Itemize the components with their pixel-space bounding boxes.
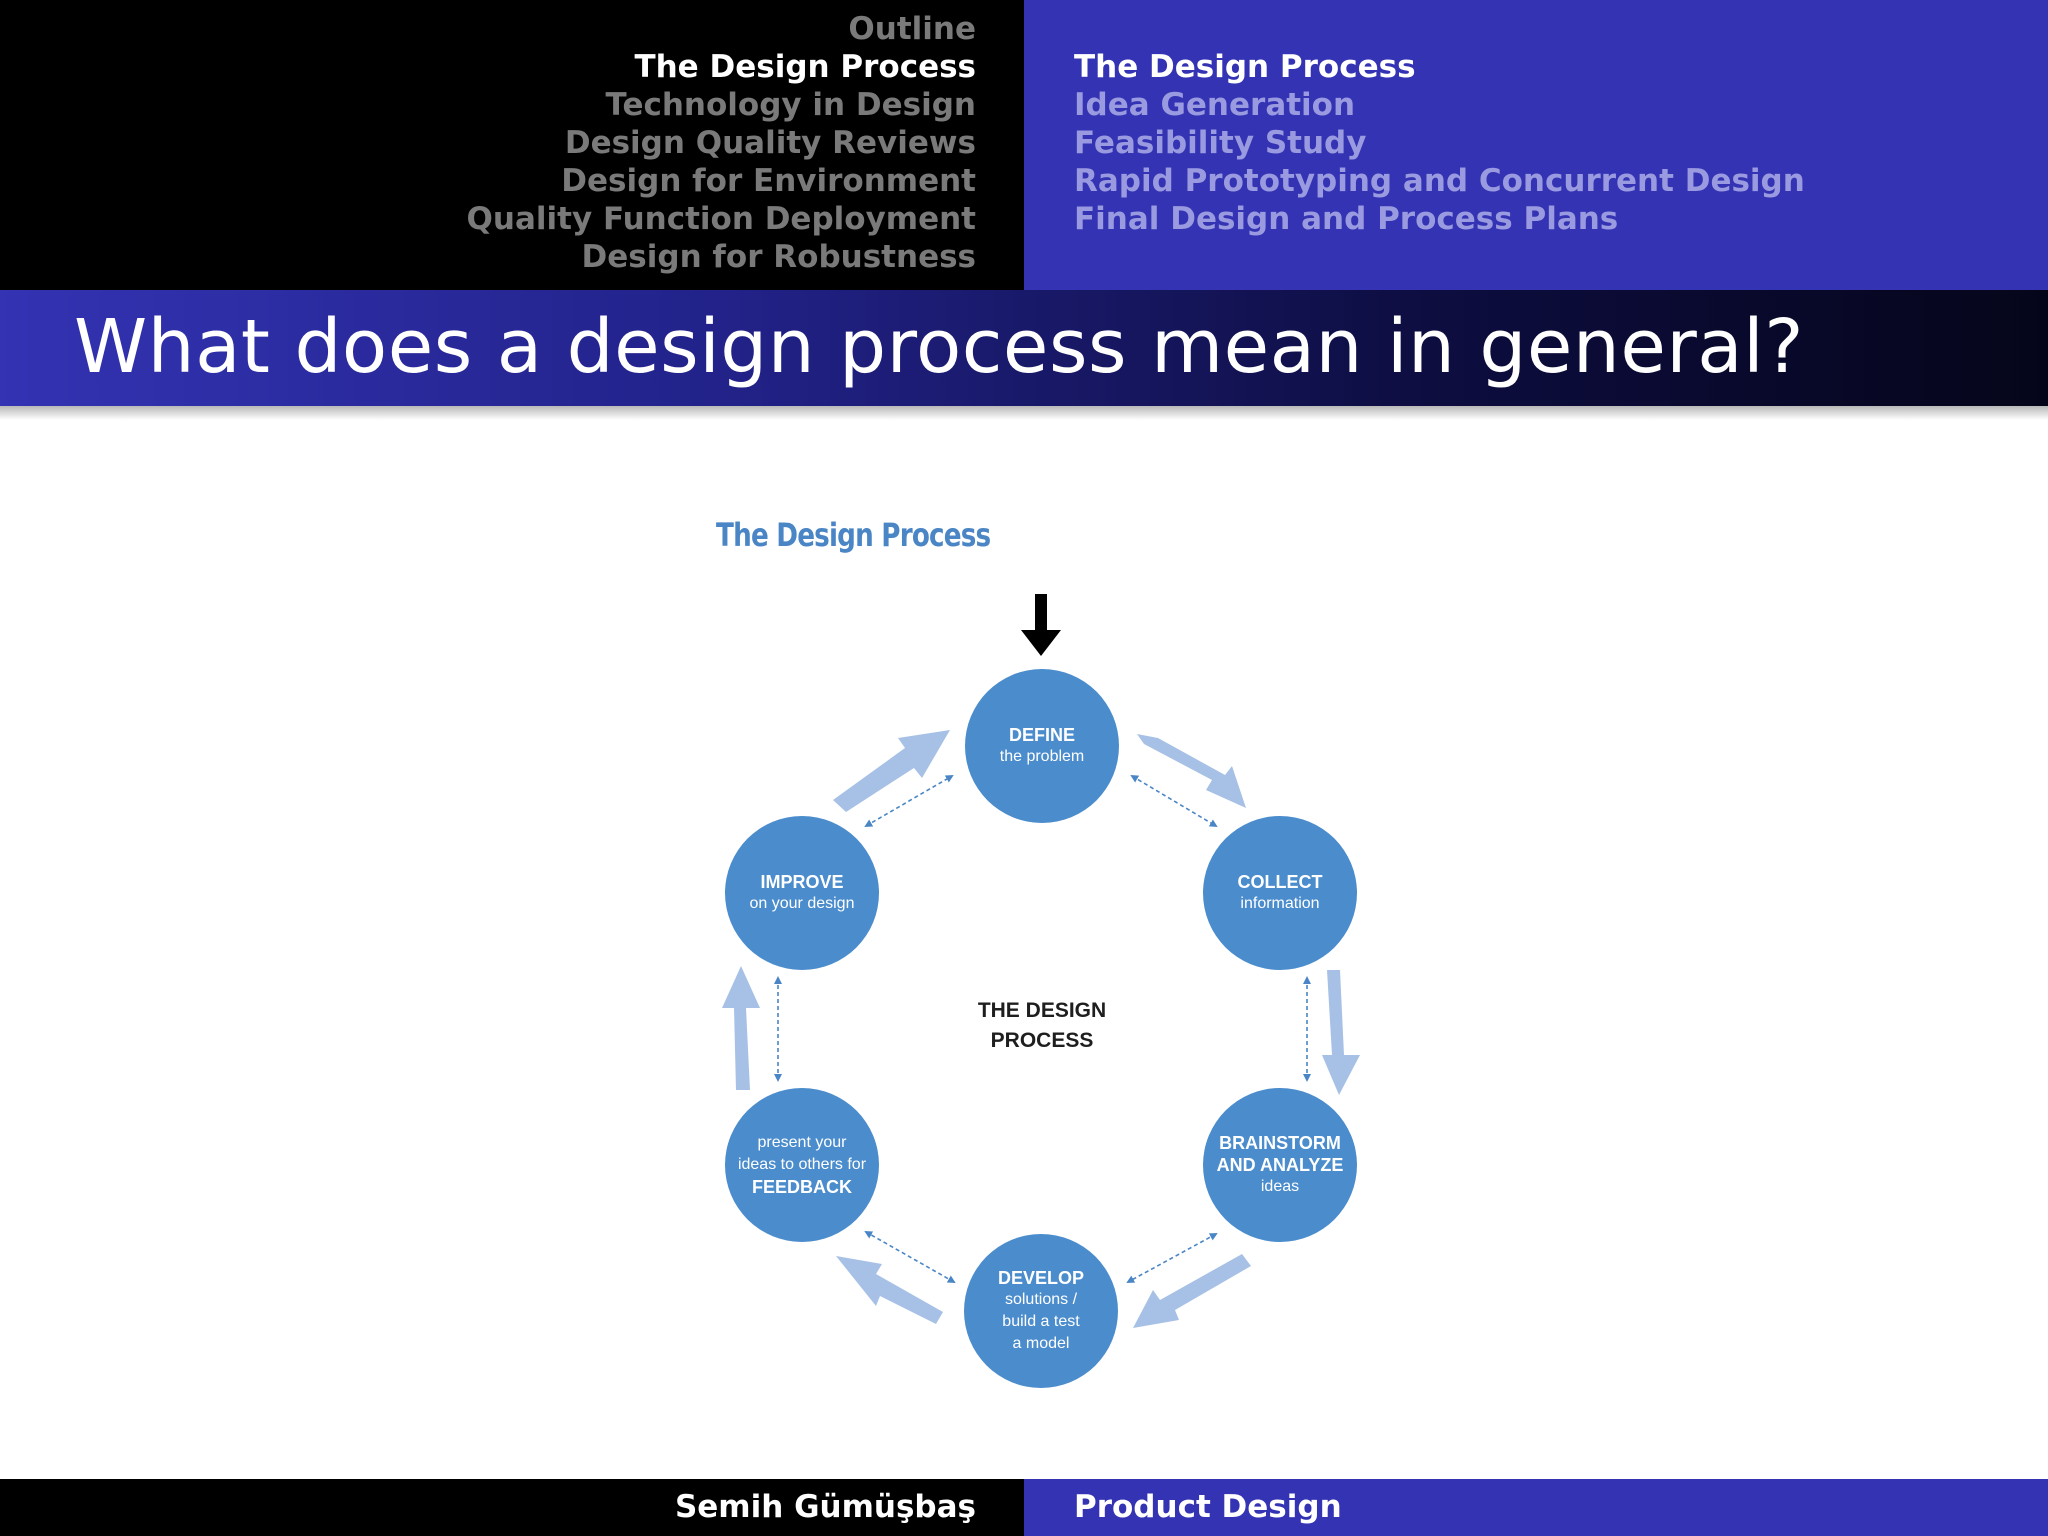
dashed-arrow-brainstorm-develop xyxy=(1126,1233,1218,1283)
node-define: DEFINE the problem xyxy=(965,669,1119,823)
nav-section-design-for-robustness[interactable]: Design for Robustness xyxy=(581,239,976,275)
cycle-arrow-improve-to-define xyxy=(833,730,950,812)
node-brainstorm-title-2: AND ANALYZE xyxy=(1216,1155,1344,1175)
node-develop-text-1: solutions / xyxy=(1004,1291,1078,1308)
node-develop-text-2: build a test xyxy=(1002,1313,1080,1330)
nav-section-design-process[interactable]: The Design Process xyxy=(634,49,976,85)
section-navigation: Outline The Design Process Technology in… xyxy=(0,0,1024,290)
node-develop: DEVELOP solutions / build a test a model xyxy=(964,1234,1118,1388)
frame-title-bar: What does a design process mean in gener… xyxy=(0,290,2048,406)
dashed-arrow-define-collect xyxy=(1130,774,1218,828)
node-improve-title: IMPROVE xyxy=(760,872,844,892)
cycle-arrow-feedback-to-improve xyxy=(722,966,760,1090)
node-develop-text-3: a model xyxy=(1012,1335,1070,1352)
nav-section-technology-in-design[interactable]: Technology in Design xyxy=(605,87,976,123)
footer-course-title: Product Design xyxy=(1074,1489,1342,1525)
subsection-navigation: The Design Process Idea Generation Feasi… xyxy=(1024,0,2048,290)
node-feedback: present your ideas to others for FEEDBAC… xyxy=(725,1088,879,1242)
node-collect-title: COLLECT xyxy=(1237,872,1323,892)
section-list: Outline The Design Process Technology in… xyxy=(467,10,976,276)
node-brainstorm-text: ideas xyxy=(1260,1178,1300,1195)
node-brainstorm: BRAINSTORM AND ANALYZE ideas xyxy=(1203,1088,1357,1242)
node-feedback-title: FEEDBACK xyxy=(751,1177,852,1197)
node-collect-text: information xyxy=(1240,895,1320,912)
node-feedback-text-1: present your xyxy=(757,1134,847,1151)
frame-title: What does a design process mean in gener… xyxy=(74,304,1804,390)
nav-section-quality-function-deployment[interactable]: Quality Function Deployment xyxy=(466,201,976,237)
node-collect: COLLECT information xyxy=(1203,816,1357,970)
node-improve-text: on your design xyxy=(749,895,855,912)
node-define-title: DEFINE xyxy=(1008,725,1075,745)
nav-subsection-design-process[interactable]: The Design Process xyxy=(1074,49,1416,85)
cycle-arrow-brainstorm-to-develop xyxy=(1133,1254,1251,1328)
dashed-arrow-develop-feedback xyxy=(864,1231,956,1283)
nav-section-outline[interactable]: Outline xyxy=(848,11,976,47)
nav-subsection-final-design[interactable]: Final Design and Process Plans xyxy=(1074,201,1619,237)
cycle-arrow-develop-to-feedback xyxy=(836,1256,943,1324)
dashed-arrow-improve-define xyxy=(864,774,954,828)
node-develop-title: DEVELOP xyxy=(997,1268,1085,1288)
footer-right: Product Design xyxy=(1024,1479,2048,1536)
node-brainstorm-title-1: BRAINSTORM xyxy=(1219,1133,1341,1153)
cycle-arrow-collect-to-brainstorm xyxy=(1322,970,1360,1095)
dashed-arrow-group xyxy=(774,774,1311,1283)
center-label-line-1: THE DESIGN xyxy=(977,999,1107,1022)
node-define-text: the problem xyxy=(999,748,1085,765)
figure-heading: The Design Process xyxy=(716,516,991,554)
nav-subsection-idea-generation[interactable]: Idea Generation xyxy=(1074,87,1356,123)
node-improve: IMPROVE on your design xyxy=(725,816,879,970)
nav-subsection-feasibility-study[interactable]: Feasibility Study xyxy=(1074,125,1367,161)
figure-center-label: THE DESIGN PROCESS xyxy=(942,996,1142,1056)
center-label-line-2: PROCESS xyxy=(990,1029,1094,1052)
footer-left: Semih Gümüşbaş xyxy=(0,1479,1024,1536)
start-arrow-icon xyxy=(1021,594,1061,656)
cycle-arrow-define-to-collect xyxy=(1137,734,1246,808)
nav-subsection-rapid-prototyping[interactable]: Rapid Prototyping and Concurrent Design xyxy=(1074,163,1805,199)
footer-author: Semih Gümüşbaş xyxy=(674,1489,976,1525)
nav-section-design-for-environment[interactable]: Design for Environment xyxy=(561,163,976,199)
nav-section-design-quality-reviews[interactable]: Design Quality Reviews xyxy=(564,125,976,161)
subsection-list: The Design Process Idea Generation Feasi… xyxy=(1074,48,1805,238)
cycle-arrow-group xyxy=(722,730,1360,1328)
node-feedback-text-2: ideas to others for xyxy=(737,1156,867,1173)
title-shadow xyxy=(0,406,2048,420)
